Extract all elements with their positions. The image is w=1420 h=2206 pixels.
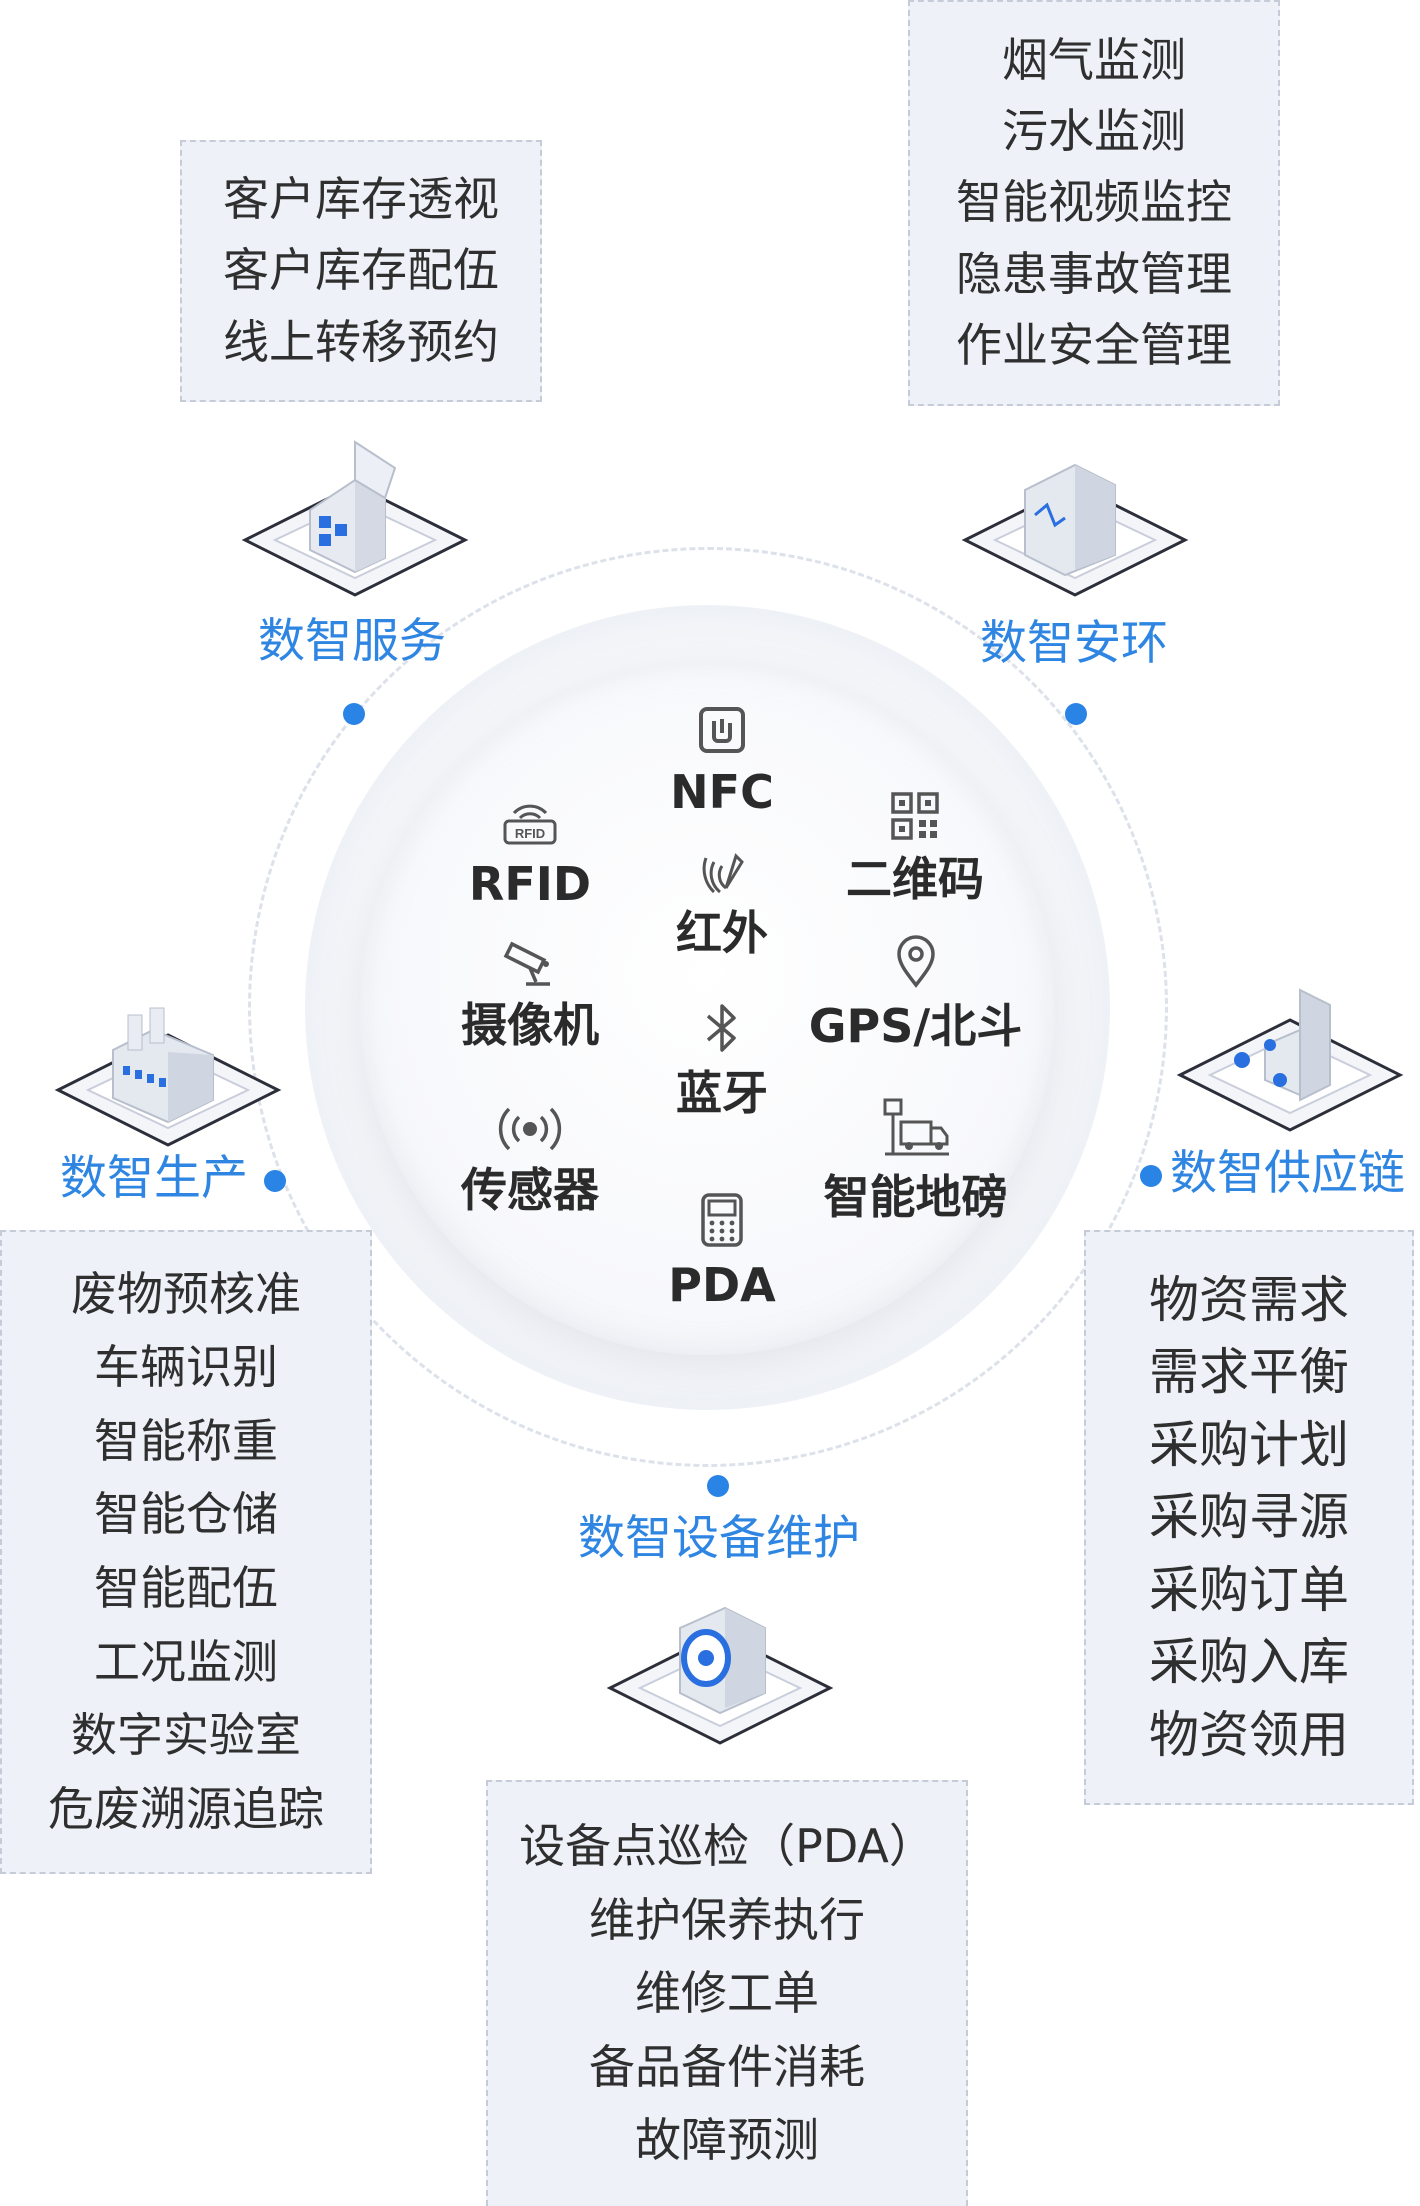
env-safety-item: 污水监测 — [1002, 104, 1186, 159]
tech-label: 智能地磅 — [823, 1170, 1008, 1224]
truck-scale-icon — [883, 1098, 949, 1156]
maintenance-item: 维修工单 — [635, 1966, 819, 2021]
tech-truck-scale: 智能地磅 — [793, 1098, 1038, 1220]
tech-label: 传感器 — [461, 1163, 599, 1217]
maintenance-items-box: 设备点巡检（PDA） 维护保养执行 维修工单 备品备件消耗 故障预测 — [486, 1780, 968, 2206]
maintenance-item: 备品备件消耗 — [589, 2039, 865, 2094]
tech-label: 红外 — [676, 906, 768, 960]
env-safety-item: 作业安全管理 — [956, 317, 1232, 372]
tech-label: 二维码 — [846, 852, 984, 906]
house-icon — [241, 440, 469, 597]
tech-label: GPS/北斗 — [808, 999, 1023, 1053]
center-circle — [360, 660, 1055, 1355]
supply-chain-item: 采购入库 — [1149, 1633, 1349, 1692]
tech-label: 摄像机 — [461, 998, 599, 1052]
nfc-icon — [699, 707, 745, 753]
tech-infrared: 红外 — [612, 848, 832, 956]
connector-dot — [343, 703, 365, 725]
supply-chain-item: 采购订单 — [1149, 1560, 1349, 1619]
category-label-env-safety: 数智安环 — [980, 616, 1168, 671]
connector-dot — [1065, 703, 1087, 725]
production-item: 数字实验室 — [71, 1708, 301, 1763]
service-item: 客户库存配伍 — [223, 243, 499, 298]
env-safety-item: 烟气监测 — [1002, 32, 1186, 87]
tech-camera: 摄像机 — [420, 938, 640, 1048]
tech-gps: GPS/北斗 — [793, 935, 1038, 1049]
tech-nfc: NFC — [612, 705, 832, 815]
production-item: 工况监测 — [94, 1634, 278, 1689]
supply-chain-items-box: 物资需求 需求平衡 采购计划 采购寻源 采购订单 采购入库 物资领用 — [1084, 1230, 1414, 1805]
env-safety-item: 隐患事故管理 — [956, 246, 1232, 301]
service-items-box: 客户库存透视 客户库存配伍 线上转移预约 — [180, 140, 542, 402]
qrcode-icon — [891, 792, 939, 840]
factory-icon — [54, 1007, 282, 1147]
connector-dot — [707, 1475, 729, 1497]
category-label-supply-chain: 数智供应链 — [1170, 1146, 1405, 1201]
production-items-box: 废物预核准 车辆识别 智能称重 智能仓储 智能配伍 工况监测 数字实验室 危废溯… — [0, 1230, 372, 1874]
supply-chain-item: 物资需求 — [1149, 1270, 1349, 1329]
tech-sensor: 传感器 — [420, 1105, 640, 1213]
production-item: 车辆识别 — [94, 1340, 278, 1395]
category-label-production: 数智生产 — [60, 1151, 248, 1206]
env-safety-items-box: 烟气监测 污水监测 智能视频监控 隐患事故管理 作业安全管理 — [908, 0, 1280, 406]
pda-icon — [701, 1193, 743, 1247]
service-item: 客户库存透视 — [223, 172, 499, 227]
tech-qrcode: 二维码 — [805, 790, 1025, 902]
tech-pda: PDA — [612, 1192, 832, 1308]
sensor-icon — [498, 1107, 562, 1151]
outer-dashed-ring — [248, 547, 1168, 1467]
supply-chain-item: 采购计划 — [1149, 1415, 1349, 1474]
production-item: 智能配伍 — [94, 1561, 278, 1615]
supply-chain-item: 采购寻源 — [1149, 1488, 1349, 1547]
tech-bluetooth: 蓝牙 — [612, 1000, 832, 1116]
production-item: 废物预核准 — [71, 1266, 301, 1321]
rfid-icon-text: RFID — [515, 826, 545, 841]
category-label-maintenance: 数智设备维护 — [578, 1511, 860, 1566]
monitor-chart-icon — [961, 463, 1189, 597]
maintenance-icon — [606, 1606, 834, 1745]
tech-label: RFID — [468, 857, 592, 911]
production-item: 智能称重 — [94, 1413, 278, 1468]
location-pin-icon — [896, 935, 935, 988]
maintenance-item: 故障预测 — [635, 2113, 819, 2168]
env-safety-item: 智能视频监控 — [956, 175, 1232, 230]
tech-rfid: RFID RFID — [420, 795, 640, 907]
tech-label: PDA — [668, 1258, 776, 1312]
infrared-icon — [702, 853, 744, 894]
supply-chain-item: 需求平衡 — [1149, 1343, 1349, 1402]
tech-label: NFC — [670, 765, 774, 819]
supply-chain-item: 物资领用 — [1149, 1705, 1349, 1764]
production-item: 智能仓储 — [94, 1487, 278, 1542]
tech-label: 蓝牙 — [676, 1066, 768, 1120]
rfid-icon: RFID — [503, 804, 557, 845]
production-item: 危废溯源追踪 — [48, 1781, 324, 1836]
category-label-service: 数智服务 — [258, 614, 446, 669]
bluetooth-icon — [706, 1004, 736, 1052]
maintenance-item: 设备点巡检（PDA） — [519, 1819, 935, 1874]
camera-icon — [503, 941, 550, 986]
maintenance-item: 维护保养执行 — [589, 1892, 865, 1947]
supply-chain-icon — [1176, 988, 1404, 1132]
connector-dot — [1140, 1165, 1162, 1187]
service-item: 线上转移预约 — [223, 314, 499, 369]
connector-dot — [264, 1170, 286, 1192]
